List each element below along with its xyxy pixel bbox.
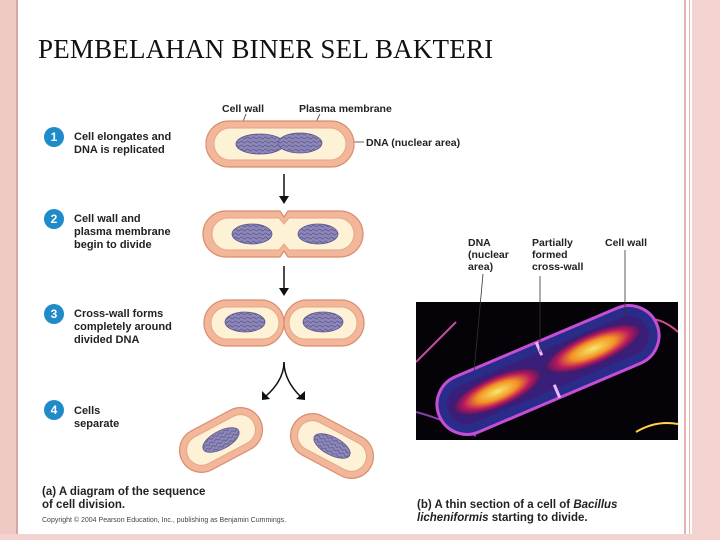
step-2-badge: 2 (44, 209, 64, 229)
arrow (283, 361, 301, 397)
copyright-text: Copyright © 2004 Pearson Education, Inc.… (42, 517, 287, 524)
step-3-badge: 3 (44, 304, 64, 324)
slide-border-right (692, 0, 720, 540)
caption-b-prefix: (b) A thin section of a cell of (417, 499, 574, 511)
slide-border-bottom (0, 534, 720, 540)
slide-title: PEMBELAHAN BINER SEL BAKTERI (38, 34, 494, 64)
slide-border-right-line (689, 0, 690, 540)
cell-step-4-left (178, 407, 264, 473)
cell-step-1 (205, 120, 355, 168)
arrow-head (262, 391, 270, 400)
step-1-text: Cell elongates and DNA is replicated (74, 131, 172, 156)
caption-b-genus: Bacillus (573, 499, 618, 511)
arrow-head (279, 288, 289, 296)
cell-step-2 (202, 210, 364, 258)
step-1-badge: 1 (44, 127, 64, 147)
step-2-text: Cell wall and plasma membrane begin to d… (74, 213, 171, 251)
step-3-text: Cross-wall forms completely around divid… (74, 308, 172, 346)
slide-border-left (0, 0, 16, 540)
label-dna-nuclear-area: DNA (nuclear area) (366, 137, 461, 149)
slide-border-right-line (684, 0, 686, 540)
caption-b: (b) A thin section of a cell of Bacillus… (417, 486, 667, 525)
arrow-head (296, 391, 305, 400)
caption-b-species: licheniformis (417, 512, 489, 524)
label-cell-wall: Cell wall (222, 103, 265, 115)
caption-b-suffix: starting to divide. (488, 512, 588, 524)
caption-a: (a) A diagram of the sequence of cell di… (42, 486, 206, 511)
micrograph-label-crosswall: Partially formed cross-wall (532, 237, 584, 273)
cell-step-3 (203, 299, 365, 347)
bacillus-micrograph-image (415, 302, 679, 440)
step-4-badge: 4 (44, 400, 64, 420)
label-plasma-membrane: Plasma membrane (299, 103, 392, 115)
cell-step-4-right (289, 413, 375, 479)
micrograph-label-dna: DNA (nuclear area) (468, 237, 509, 273)
arrow-head (279, 196, 289, 204)
slide-border-left-line (16, 0, 18, 540)
step-4-text: Cells separate (74, 405, 120, 430)
micrograph-label-cellwall: Cell wall (605, 237, 648, 249)
